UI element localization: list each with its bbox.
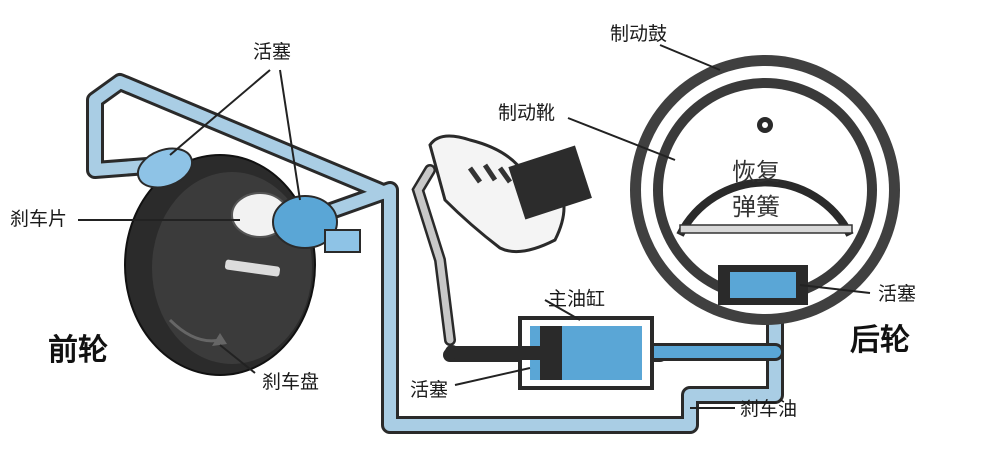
front-caliper — [136, 147, 361, 253]
label-return-spring-1: 恢复 — [732, 158, 780, 186]
label-brake-pad: 刹车片 — [10, 208, 68, 230]
label-piston-top: 活塞 — [253, 41, 292, 63]
shoe-icon — [428, 134, 592, 254]
master-cylinder — [455, 316, 654, 390]
label-piston-master: 活塞 — [410, 379, 449, 401]
label-brake-fluid: 刹车油 — [740, 398, 798, 420]
label-master-cylinder: 主油缸 — [548, 288, 606, 310]
rear-brake-drum — [630, 55, 900, 325]
label-piston-rear: 活塞 — [878, 283, 917, 305]
label-brake-shoe: 制动靴 — [498, 102, 556, 124]
label-front-wheel: 前轮 — [48, 333, 108, 368]
label-brake-disc: 刹车盘 — [262, 371, 320, 393]
label-rear-wheel: 后轮 — [850, 323, 910, 358]
label-brake-drum: 制动鼓 — [610, 23, 668, 45]
label-return-spring-2: 弹簧 — [732, 193, 780, 221]
